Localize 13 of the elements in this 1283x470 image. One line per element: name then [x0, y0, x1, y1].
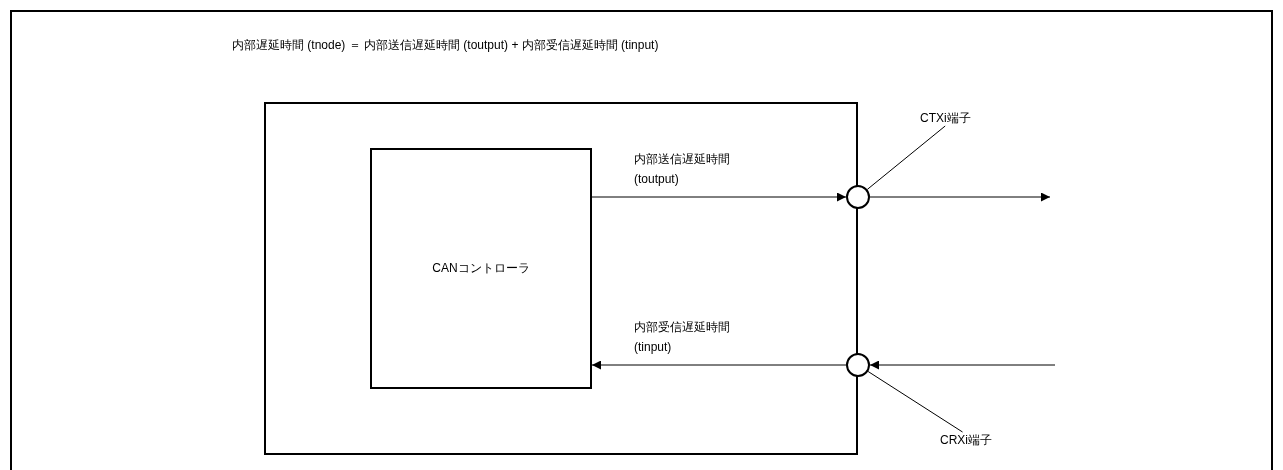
title: 内部遅延時間 (tnode) ＝ 内部送信遅延時間 (toutput) + 内部受信遅延時間 (tinput) — [232, 37, 659, 54]
arrow — [591, 360, 847, 370]
arrow — [591, 192, 847, 202]
leader-line — [867, 371, 963, 433]
block-box — [264, 102, 858, 455]
arrow — [869, 192, 1051, 202]
controller-box: CANコントローラ — [370, 148, 592, 389]
pin-circle — [846, 353, 870, 377]
pin-label: CTXi端子 — [920, 110, 990, 126]
pin-label: CRXi端子 — [940, 432, 1010, 448]
pin-circle — [846, 185, 870, 209]
leader-line — [866, 125, 946, 190]
arrow — [869, 360, 1056, 370]
